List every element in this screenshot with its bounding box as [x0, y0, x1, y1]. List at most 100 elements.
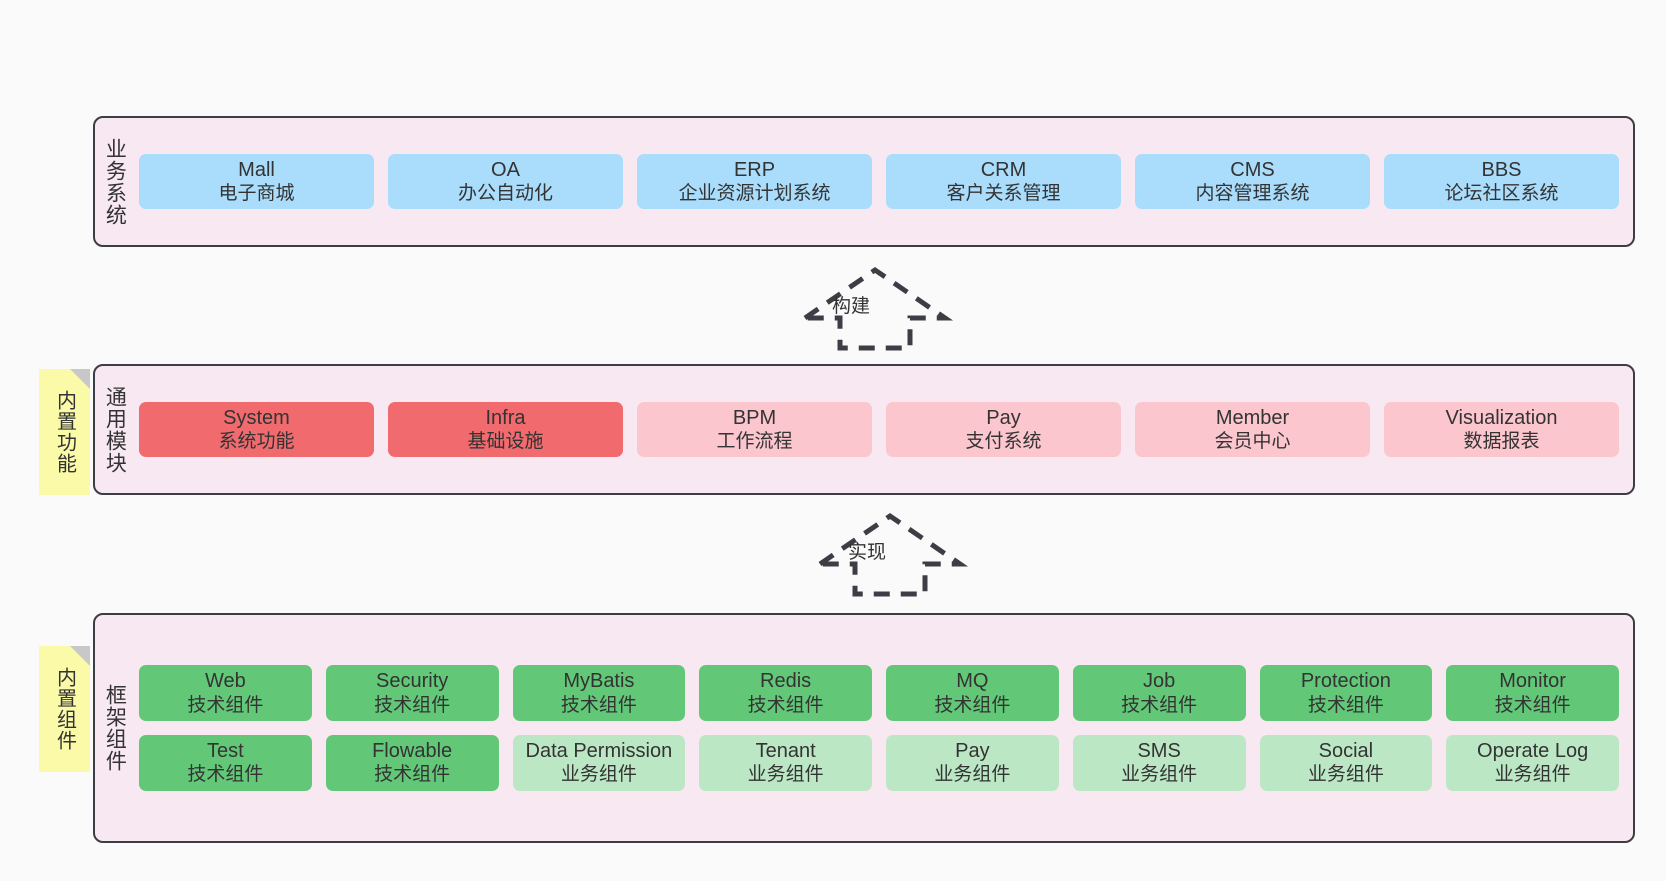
- sticky-note-text: 内置功能: [53, 390, 76, 474]
- node-erp[interactable]: ERP 企业资源计划系统: [637, 153, 872, 210]
- node-title: Test: [207, 740, 244, 762]
- node-subtitle: 技术组件: [374, 694, 451, 716]
- layer-business-system[interactable]: 业务系统 Mall 电子商城 OA 办公自动化 ERP 企业资源计划系统 CRM…: [93, 116, 1635, 247]
- node-title: Protection: [1300, 670, 1391, 693]
- node-subtitle: 技术组件: [560, 694, 637, 716]
- node-data-permission[interactable]: Data Permission 业务组件: [512, 735, 686, 791]
- connector-implement-label: 实现: [848, 542, 887, 563]
- node-flowable[interactable]: Flowable 技术组件: [325, 735, 499, 791]
- layer-body-business-system: Mall 电子商城 OA 办公自动化 ERP 企业资源计划系统 CRM 客户关系…: [133, 118, 1633, 245]
- node-title: MyBatis: [563, 670, 635, 693]
- node-subtitle: 电子商城: [218, 183, 295, 205]
- node-title: Data Permission: [525, 740, 673, 762]
- node-operate-log[interactable]: Operate Log 业务组件: [1446, 735, 1619, 791]
- node-title: Security: [376, 670, 449, 693]
- node-subtitle: 业务组件: [747, 764, 824, 786]
- node-subtitle: 技术组件: [934, 694, 1011, 716]
- node-subtitle: 支付系统: [965, 431, 1042, 453]
- sticky-note-builtin-features: 内置功能: [39, 369, 90, 495]
- node-subtitle: 企业资源计划系统: [678, 183, 831, 205]
- node-title: CMS: [1230, 158, 1275, 181]
- node-mall[interactable]: Mall 电子商城: [139, 153, 374, 210]
- connector-build: [795, 262, 955, 352]
- node-row: Test 技术组件 Flowable 技术组件 Data Permission …: [139, 735, 1619, 791]
- node-test[interactable]: Test 技术组件: [139, 735, 312, 791]
- node-subtitle: 工作流程: [716, 431, 793, 453]
- node-job[interactable]: Job 技术组件: [1072, 665, 1246, 721]
- node-subtitle: 系统功能: [218, 431, 295, 453]
- layer-body-common-modules: System 系统功能 Infra 基础设施 BPM 工作流程 Pay 支付系统…: [133, 366, 1633, 493]
- node-subtitle: 业务组件: [1121, 764, 1198, 786]
- node-title: Web: [204, 670, 246, 693]
- layer-body-framework-components: Web 技术组件 Security 技术组件 MyBatis 技术组件 Redi…: [133, 615, 1633, 841]
- node-bbs[interactable]: BBS 论坛社区系统: [1384, 153, 1619, 210]
- node-visualization[interactable]: Visualization 数据报表: [1384, 401, 1619, 458]
- node-subtitle: 业务组件: [560, 764, 637, 786]
- node-pay-component[interactable]: Pay 业务组件: [886, 735, 1059, 791]
- node-title: Operate Log: [1477, 740, 1589, 762]
- node-cms[interactable]: CMS 内容管理系统: [1135, 153, 1370, 210]
- sticky-fold-corner-icon: [70, 369, 90, 389]
- layer-label-common-modules: 通用模块: [103, 385, 127, 474]
- node-subtitle: 技术组件: [1307, 694, 1384, 716]
- node-redis[interactable]: Redis 技术组件: [699, 665, 872, 721]
- node-subtitle: 技术组件: [374, 764, 451, 786]
- node-subtitle: 内容管理系统: [1195, 183, 1310, 205]
- node-tenant[interactable]: Tenant 业务组件: [699, 735, 872, 791]
- node-mq[interactable]: MQ 技术组件: [886, 665, 1059, 721]
- node-security[interactable]: Security 技术组件: [325, 665, 499, 721]
- implement-arrow-icon: [811, 512, 969, 597]
- node-title: Infra: [485, 406, 526, 429]
- node-subtitle: 技术组件: [747, 694, 824, 716]
- node-sms[interactable]: SMS 业务组件: [1072, 735, 1246, 791]
- node-crm[interactable]: CRM 客户关系管理: [886, 153, 1121, 210]
- node-title: Tenant: [755, 740, 816, 762]
- node-title: SMS: [1137, 740, 1181, 762]
- node-title: Mall: [238, 158, 275, 181]
- node-subtitle: 会员中心: [1214, 431, 1291, 453]
- layer-framework-components[interactable]: 框架组件 Web 技术组件 Security 技术组件 MyBatis 技术组件…: [93, 613, 1635, 843]
- node-subtitle: 客户关系管理: [946, 183, 1061, 205]
- node-title: Visualization: [1445, 406, 1558, 429]
- node-row: System 系统功能 Infra 基础设施 BPM 工作流程 Pay 支付系统…: [139, 401, 1619, 458]
- sticky-note-text: 内置组件: [53, 667, 76, 751]
- node-subtitle: 基础设施: [467, 431, 544, 453]
- node-row: Web 技术组件 Security 技术组件 MyBatis 技术组件 Redi…: [139, 665, 1619, 721]
- node-subtitle: 技术组件: [187, 694, 264, 716]
- node-title: CRM: [980, 158, 1027, 181]
- node-title: Redis: [760, 670, 812, 693]
- node-web[interactable]: Web 技术组件: [139, 665, 312, 721]
- node-title: Flowable: [372, 740, 453, 762]
- node-infra[interactable]: Infra 基础设施: [388, 401, 623, 458]
- node-title: Pay: [986, 406, 1021, 429]
- node-title: Monitor: [1499, 670, 1566, 693]
- node-title: BPM: [732, 406, 777, 429]
- node-subtitle: 技术组件: [1494, 694, 1571, 716]
- node-system[interactable]: System 系统功能: [139, 401, 374, 458]
- layer-label-business-system: 业务系统: [103, 137, 127, 226]
- node-subtitle: 数据报表: [1463, 431, 1540, 453]
- node-title: Member: [1215, 406, 1290, 429]
- node-subtitle: 办公自动化: [457, 183, 553, 205]
- node-title: Job: [1143, 670, 1176, 693]
- node-subtitle: 技术组件: [187, 764, 264, 786]
- node-monitor[interactable]: Monitor 技术组件: [1446, 665, 1619, 721]
- node-social[interactable]: Social 业务组件: [1259, 735, 1433, 791]
- node-pay-module[interactable]: Pay 支付系统: [886, 401, 1121, 458]
- node-title: Social: [1318, 740, 1374, 762]
- node-oa[interactable]: OA 办公自动化: [388, 153, 623, 210]
- node-mybatis[interactable]: MyBatis 技术组件: [512, 665, 686, 721]
- node-subtitle: 业务组件: [934, 764, 1011, 786]
- connector-implement: [810, 508, 970, 598]
- node-member[interactable]: Member 会员中心: [1135, 401, 1370, 458]
- node-subtitle: 技术组件: [1121, 694, 1198, 716]
- node-subtitle: 业务组件: [1307, 764, 1384, 786]
- node-title: MQ: [956, 670, 989, 693]
- node-title: OA: [491, 158, 520, 181]
- node-protection[interactable]: Protection 技术组件: [1259, 665, 1433, 721]
- layer-common-modules[interactable]: 通用模块 System 系统功能 Infra 基础设施 BPM 工作流程 Pay…: [93, 364, 1635, 495]
- build-arrow-icon: [796, 266, 954, 351]
- node-title: Pay: [955, 740, 990, 762]
- node-bpm[interactable]: BPM 工作流程: [637, 401, 872, 458]
